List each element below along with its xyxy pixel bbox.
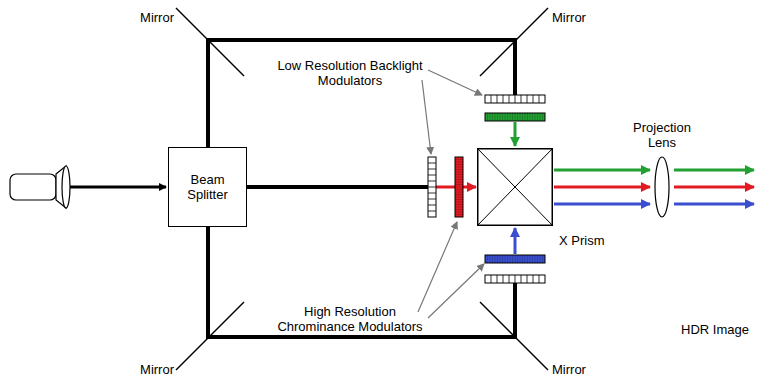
modulator-label: Low Resolution Backlight Modulators [270, 58, 430, 88]
mirror-label: Mirror [118, 362, 174, 377]
output-label: HDR Image [680, 322, 750, 337]
mirror-label: Mirror [552, 10, 612, 25]
node-label: X Prism [559, 233, 605, 248]
node-label: Projection Lens [627, 120, 697, 150]
input-beam [70, 186, 166, 189]
leader-line [418, 70, 484, 318]
x-prism: X Prism [477, 148, 553, 226]
light-source [10, 166, 70, 208]
beam-path [208, 40, 515, 337]
process-box: Beam Splitter [168, 147, 247, 227]
projection-lens: Projection Lens [654, 156, 670, 218]
green-beam [514, 122, 517, 146]
node-label: Beam Splitter [173, 172, 242, 202]
blue-beam [514, 228, 517, 254]
mirror-label: Mirror [118, 10, 174, 25]
mirror-label: Mirror [552, 362, 612, 377]
modulator-label: High Resolution Chrominance Modulators [270, 304, 430, 334]
output-beams [554, 170, 754, 204]
beam-connector [247, 187, 476, 188]
